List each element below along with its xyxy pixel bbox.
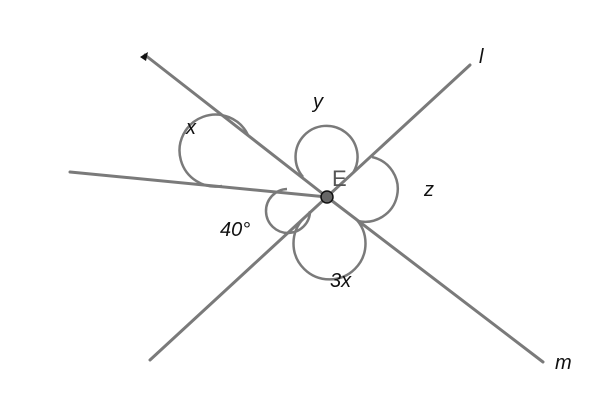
ray-upper-left bbox=[143, 53, 329, 199]
line-m bbox=[325, 195, 545, 364]
angle-arc-y bbox=[294, 124, 359, 178]
angle-label-x: x bbox=[185, 117, 197, 139]
angle-arc-40 bbox=[264, 187, 312, 235]
line-label-m: m bbox=[555, 352, 572, 374]
line-label-l: l bbox=[479, 46, 484, 68]
angle-label-z: z bbox=[423, 179, 434, 201]
angle-label-3x: 3x bbox=[330, 270, 352, 292]
ray-left bbox=[68, 170, 329, 199]
angle-label-y: y bbox=[311, 91, 324, 113]
point-e bbox=[320, 190, 334, 204]
angle-label-40: 40° bbox=[220, 219, 250, 241]
angle-arc-z bbox=[357, 155, 399, 223]
arrowhead bbox=[140, 52, 148, 61]
angle-arc-3x bbox=[292, 217, 367, 281]
point-label-e: E bbox=[332, 166, 347, 191]
angle-arc-x bbox=[178, 113, 250, 188]
